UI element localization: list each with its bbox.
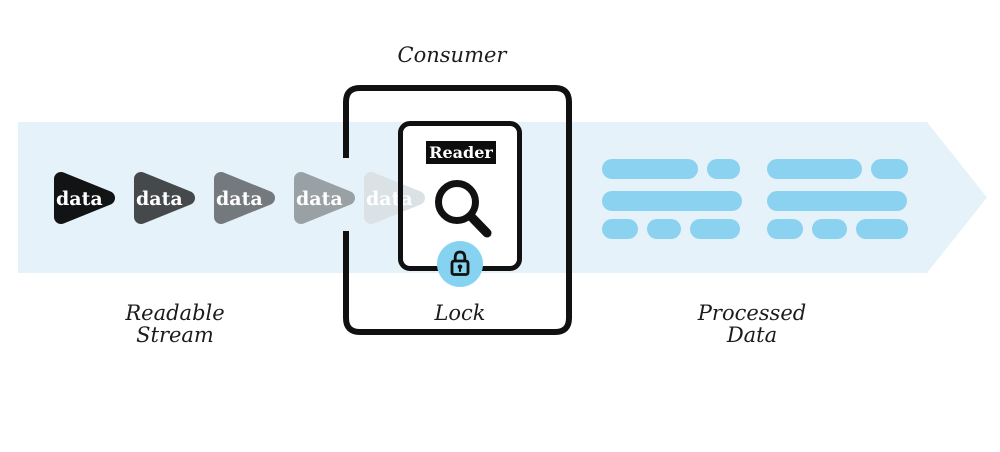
processed-chunk-row: [602, 159, 740, 179]
processed-data-label: Processed Data: [652, 302, 852, 346]
processed-chunk: [871, 159, 908, 179]
data-chunk-label: data: [296, 188, 343, 210]
readable-stream-label-line2: Stream: [136, 323, 214, 347]
readable-stream-label-line1: Readable: [125, 301, 225, 325]
lock-icon: [450, 250, 470, 276]
reader-label: Reader: [426, 141, 496, 164]
magnifier-icon: [435, 180, 492, 238]
processed-chunk-row: [767, 219, 908, 239]
data-chunk: data: [214, 172, 275, 224]
processed-chunk: [767, 159, 862, 179]
data-chunk-label: data: [216, 188, 263, 210]
processed-chunk: [602, 159, 698, 179]
processed-chunk-row: [602, 219, 740, 239]
processed-chunk-row: [767, 159, 908, 179]
processed-chunk-row: [602, 191, 742, 211]
processed-chunk: [767, 191, 907, 211]
processed-chunk: [707, 159, 740, 179]
processed-chunk: [812, 219, 847, 239]
data-chunk: data: [134, 172, 195, 224]
data-chunk-shape: [294, 172, 355, 224]
data-chunk-shape: [54, 172, 115, 224]
processed-chunk: [647, 219, 681, 239]
data-chunk-label: data: [56, 188, 103, 210]
lock-label: Lock: [434, 301, 486, 325]
processed-chunk-row: [767, 191, 907, 211]
readable-stream-label: Readable Stream: [75, 302, 275, 346]
processed-chunk: [602, 191, 742, 211]
data-chunk-shape: [214, 172, 275, 224]
data-chunk: data: [54, 172, 115, 224]
processed-chunk: [690, 219, 740, 239]
processed-data-label-line2: Data: [726, 323, 778, 347]
processed-chunk: [856, 219, 908, 239]
processed-data-label-line1: Processed: [697, 301, 807, 325]
lock-badge: [437, 241, 483, 287]
processed-chunk: [767, 219, 803, 239]
data-chunk-shape: [134, 172, 195, 224]
data-chunk-label: data: [136, 188, 183, 210]
data-chunk: data: [294, 172, 355, 224]
consumer-label: Consumer: [397, 43, 507, 67]
processed-chunk: [602, 219, 638, 239]
